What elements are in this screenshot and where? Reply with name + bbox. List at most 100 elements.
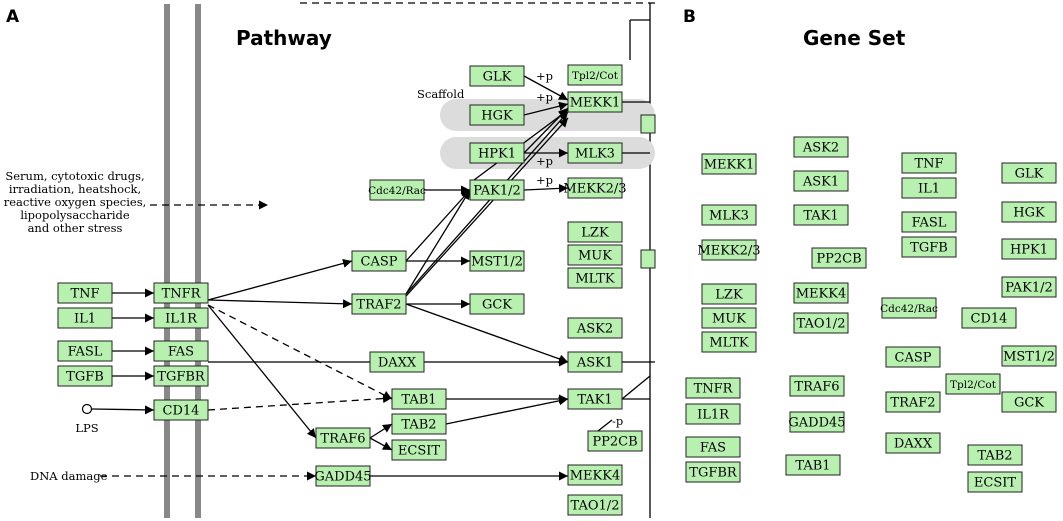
gene-label: LZK bbox=[581, 226, 609, 241]
gene-label: MUK bbox=[712, 312, 746, 327]
gene-set-item: Tpl2/Cot bbox=[945, 373, 1001, 395]
gene-label: ASK2 bbox=[576, 322, 613, 337]
gene-label: TGFBR bbox=[157, 370, 206, 385]
pathway-gene-mekk23: MEKK2/3 bbox=[563, 177, 627, 199]
gene-set-item: IL1R bbox=[685, 403, 741, 425]
gene-set-item: TGFBR bbox=[685, 461, 741, 483]
gene-label: GADD45 bbox=[788, 416, 845, 431]
gene-label: FASL bbox=[68, 345, 103, 360]
gene-set-item: CD14 bbox=[961, 307, 1017, 329]
gene-set-item: MLK3 bbox=[701, 204, 757, 226]
stress-label-5: and other stress bbox=[28, 221, 123, 235]
gene-label: TGFB bbox=[66, 370, 104, 385]
pathway-edge bbox=[405, 303, 569, 364]
gene-label: IL1 bbox=[918, 182, 940, 197]
stress-label-3: reactive oxygen species, bbox=[4, 195, 147, 209]
gene-label: HPK1 bbox=[478, 147, 516, 162]
gene-label: PP2CB bbox=[816, 252, 861, 267]
gene-label: TRAF6 bbox=[320, 432, 365, 447]
pathway-gene-pp2cb: PP2CB bbox=[587, 430, 643, 452]
gene-set-item: TAK1 bbox=[793, 204, 849, 226]
gene-set-item: LZK bbox=[701, 283, 757, 305]
gene-label: HPK1 bbox=[1010, 243, 1048, 258]
gene-label: IL1 bbox=[74, 312, 96, 327]
pathway-gene-hgk: HGK bbox=[469, 104, 525, 126]
pathway-gene-traf2: TRAF2 bbox=[351, 293, 407, 315]
pathway-edge bbox=[369, 423, 393, 439]
pathway-gene-cd14: CD14 bbox=[153, 399, 209, 421]
gene-label: PAK1/2 bbox=[1005, 281, 1053, 296]
gene-label: IL1R bbox=[165, 312, 198, 327]
gene-label: Cdc42/Rac bbox=[368, 185, 426, 197]
pathway-gene-glk: GLK bbox=[469, 65, 525, 87]
gene-set-item: TAB1 bbox=[785, 454, 841, 476]
pathway-gene-fas: FAS bbox=[153, 340, 209, 362]
gene-label: TGFBR bbox=[689, 466, 738, 481]
stress-label-1: Serum, cytotoxic drugs, bbox=[5, 169, 144, 183]
gene-set-item: MEKK4 bbox=[793, 282, 849, 304]
gene-set-item: PP2CB bbox=[811, 247, 867, 269]
pathway-edge bbox=[369, 437, 393, 451]
gene-label: MEKK4 bbox=[796, 287, 847, 302]
pathway-edge bbox=[523, 101, 569, 116]
pathway-edge bbox=[405, 117, 569, 297]
gene-set-item: MUK bbox=[701, 307, 757, 329]
gene-label: ASK1 bbox=[802, 175, 839, 190]
gene-set-item: DAXX bbox=[885, 432, 941, 454]
phospho-label: +p bbox=[536, 173, 553, 187]
gene-label: PAK1/2 bbox=[473, 184, 521, 199]
pathway-gene-ecsit: ECSIT bbox=[391, 439, 447, 461]
gene-label: FAS bbox=[168, 345, 194, 360]
gene-set-item: FAS bbox=[685, 436, 741, 458]
gene-label: MEKK2/3 bbox=[697, 244, 760, 259]
gene-label: Cdc42/Rac bbox=[880, 303, 938, 315]
gene-label: Tpl2/Cot bbox=[572, 70, 619, 82]
gene-label: HGK bbox=[481, 109, 513, 124]
gene-label: CD14 bbox=[971, 312, 1008, 327]
gene-label: MLTK bbox=[575, 272, 615, 287]
pathway-edge bbox=[91, 405, 155, 415]
pathway-edges bbox=[91, 75, 655, 481]
gene-set-item: MEKK1 bbox=[701, 153, 757, 175]
pathway-cut-boxes bbox=[640, 114, 656, 269]
gene-label: IL1R bbox=[697, 408, 730, 423]
gene-set-item: ECSIT bbox=[967, 471, 1023, 493]
gene-set-item: MEKK2/3 bbox=[697, 239, 761, 261]
gene-label: TAB2 bbox=[977, 449, 1012, 464]
gene-label: MST1/2 bbox=[1003, 350, 1055, 365]
pathway-edge bbox=[405, 189, 471, 295]
gene-label: GLK bbox=[483, 70, 512, 85]
pathway-gene-tnfr: TNFR bbox=[153, 282, 209, 304]
gene-set-item: TRAF6 bbox=[789, 375, 845, 397]
pathway-gene-tpl2cot: Tpl2/Cot bbox=[567, 64, 623, 86]
gene-set-item: GCK bbox=[1001, 391, 1057, 413]
gene-set-item: TRAF2 bbox=[885, 391, 941, 413]
pathway-gene-muk: MUK bbox=[567, 244, 623, 266]
gene-label: TNF bbox=[914, 157, 943, 172]
gene-label: MUK bbox=[578, 249, 612, 264]
pathway-gene-cdc42rac: Cdc42/Rac bbox=[368, 179, 426, 201]
gene-label: ECSIT bbox=[398, 444, 440, 459]
pathway-gene-mekk1: MEKK1 bbox=[567, 91, 623, 113]
scaffold-label: Scaffold bbox=[417, 87, 465, 101]
gene-set-item: TNF bbox=[901, 152, 957, 174]
gene-label: TAB2 bbox=[401, 418, 436, 433]
pathway-gene-il1r: IL1R bbox=[153, 307, 209, 329]
pathway-gene-mekk4: MEKK4 bbox=[567, 464, 623, 486]
pathway-gene-tab1: TAB1 bbox=[391, 388, 447, 410]
pathway-gene-traf6: TRAF6 bbox=[315, 427, 371, 449]
pathway-gene-mst12: MST1/2 bbox=[469, 250, 525, 272]
gene-set-item: TNFR bbox=[685, 377, 741, 399]
gene-label: GADD45 bbox=[314, 470, 371, 485]
gene-set-item: ASK1 bbox=[793, 170, 849, 192]
gene-label: TNFR bbox=[694, 382, 734, 397]
gene-label: GLK bbox=[1015, 167, 1044, 182]
pathway-gene-tgfbr: TGFBR bbox=[153, 365, 209, 387]
lps-circle bbox=[81, 403, 93, 415]
gene-set-item: TAO1/2 bbox=[793, 312, 849, 334]
gene-label: TAK1 bbox=[803, 209, 838, 224]
gene-label: MST1/2 bbox=[471, 255, 523, 270]
pathway-edge bbox=[405, 111, 569, 295]
pathway-gene-tao12: TAO1/2 bbox=[567, 494, 623, 516]
